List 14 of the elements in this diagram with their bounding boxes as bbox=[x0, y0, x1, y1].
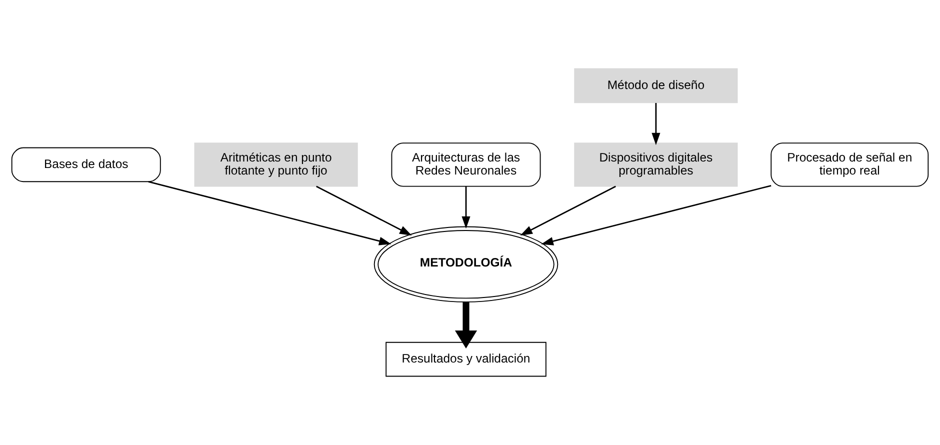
node-box: Resultados y validación bbox=[386, 342, 546, 377]
node-box: Método de diseño bbox=[574, 68, 738, 104]
arrow bbox=[454, 302, 478, 349]
arrow bbox=[316, 186, 412, 236]
node-box: Bases de datos bbox=[11, 147, 161, 182]
arrow bbox=[148, 180, 392, 246]
arrow bbox=[541, 184, 772, 246]
node-box: Procesado de señal en tiempo real bbox=[770, 142, 929, 187]
arrow bbox=[520, 186, 616, 236]
node-box: Arquitecturas de las Redes Neuronales bbox=[391, 142, 541, 187]
node-box: Aritméticas en punto flotante y punto fijo bbox=[194, 142, 358, 187]
arrow bbox=[652, 102, 660, 146]
arrow bbox=[462, 186, 470, 229]
node-box: Dispositivos digitales programables bbox=[574, 142, 738, 187]
